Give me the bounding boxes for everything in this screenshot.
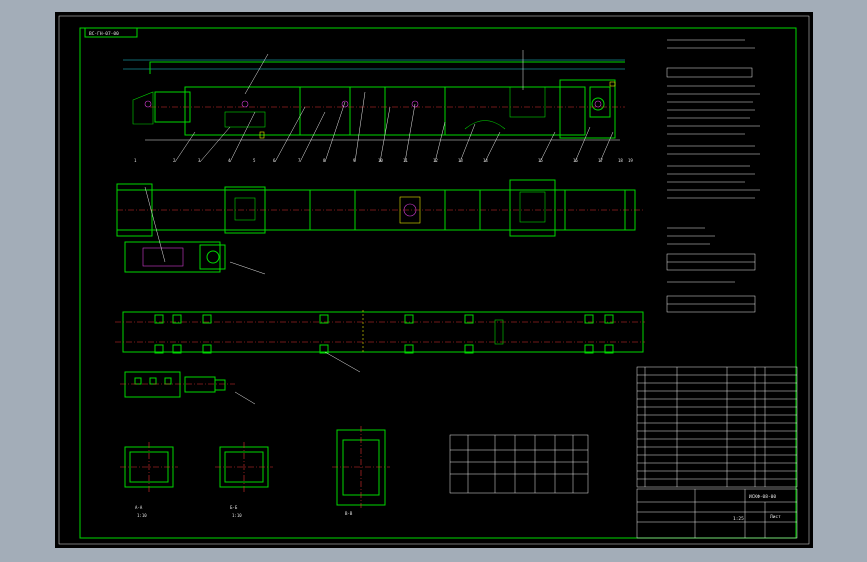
callout: 4 — [228, 158, 231, 163]
callout: 9 — [353, 158, 356, 163]
cad-viewport[interactable]: ВС-ГН-07-00 — [55, 12, 813, 548]
drawing-canvas: ВС-ГН-07-00 — [58, 15, 810, 545]
parameter-table — [449, 434, 589, 494]
callout: 18 — [618, 158, 623, 163]
section-b-scale: 1:10 — [232, 513, 242, 518]
callout: 17 — [598, 158, 603, 163]
section-b: Б-Б 1:10 — [215, 442, 273, 518]
plan-view — [116, 179, 645, 275]
sheet-inner-border — [79, 27, 797, 539]
section-b-label: Б-Б — [230, 505, 238, 510]
coupling-icon — [399, 196, 421, 224]
technical-notes — [666, 39, 760, 313]
section-v: В-В — [332, 426, 390, 516]
front-elevation-view — [123, 50, 625, 163]
callout: 19 — [628, 158, 633, 163]
callout: 6 — [273, 158, 276, 163]
section-a-scale: 1:10 — [137, 513, 147, 518]
drawing-scale: 1:25 — [733, 516, 744, 522]
callout: 3 — [198, 158, 201, 163]
callout: 5 — [253, 158, 256, 163]
callout: 11 — [403, 158, 408, 163]
drawing-number: ИСКФ-08-00 — [749, 494, 776, 500]
section-v-label: В-В — [345, 511, 353, 516]
title-block: ИСКФ-08-00 1:25 Лист — [636, 488, 798, 539]
section-a-label: А-А — [135, 505, 143, 510]
callout: 12 — [433, 158, 438, 163]
callout: 14 — [483, 158, 488, 163]
callout: 10 — [378, 158, 383, 163]
drawing-tag-box — [84, 27, 138, 38]
callout: 1 — [134, 158, 137, 163]
callout: 16 — [573, 158, 578, 163]
callout: 15 — [538, 158, 543, 163]
callout: 13 — [458, 158, 463, 163]
sheet-label: Лист — [770, 514, 781, 520]
sheet-outer-border — [58, 15, 810, 545]
drive-base-detail — [120, 371, 256, 405]
callout: 8 — [323, 158, 326, 163]
drawing-tag: ВС-ГН-07-00 — [89, 31, 119, 37]
foundation-plan — [115, 310, 645, 373]
callout: 2 — [173, 158, 176, 163]
section-a: А-А 1:10 — [120, 442, 178, 518]
callout-list: 1 2 3 4 5 6 7 8 9 10 11 12 13 14 15 16 1… — [134, 158, 633, 163]
motor-reducer-icon — [124, 241, 226, 273]
parts-list — [636, 366, 798, 488]
callout: 7 — [298, 158, 301, 163]
